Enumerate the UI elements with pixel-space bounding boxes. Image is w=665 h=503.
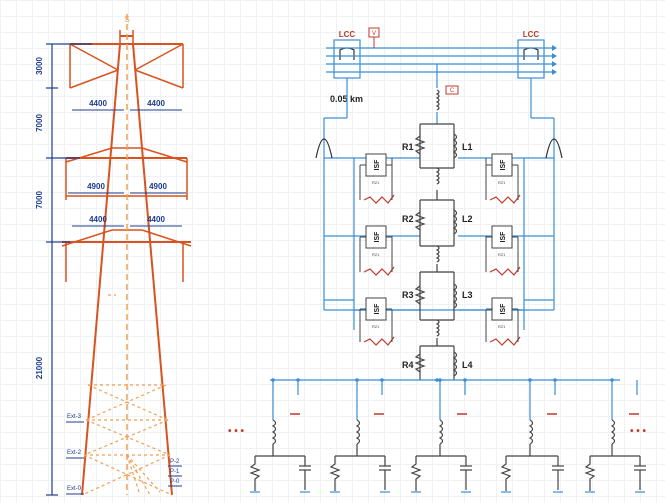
earth-label: Ext-2 (67, 450, 82, 456)
resistor-label: R1 (402, 142, 414, 152)
tower-top-marker: S (124, 15, 129, 24)
tower-right-leg (132, 43, 173, 496)
resistor-zigzags (414, 135, 426, 373)
lcc-right[interactable]: LCC (517, 30, 545, 79)
tower-model-wiring (323, 64, 555, 330)
tower-left-leg (81, 43, 121, 496)
horizontal-dimensions (68, 109, 186, 227)
tower-top-brace (134, 69, 184, 89)
isf-unit-right-1[interactable]: ISF R21 (489, 153, 521, 204)
svg-text:C: C (450, 88, 455, 94)
phase-label: P-1 (170, 469, 180, 475)
inductor-label: L3 (462, 290, 473, 300)
height-label-1: 3000 (35, 57, 44, 75)
svg-text:R21: R21 (372, 324, 380, 329)
svg-text:R21: R21 (372, 252, 380, 257)
inductor-label: L1 (462, 142, 473, 152)
resistor-label: R3 (402, 290, 414, 300)
arch-caps (315, 138, 563, 159)
tower-top-brace (69, 69, 119, 89)
current-probe[interactable]: C (445, 85, 459, 95)
ground-cells (249, 419, 646, 491)
bus-nodes (271, 378, 614, 382)
width-label: 4400 (147, 215, 165, 224)
isf-stubs (359, 158, 519, 342)
svg-text:ISF: ISF (500, 303, 507, 315)
tower-earth-marks (66, 421, 182, 495)
tower-crossarm-brace (141, 147, 188, 163)
isf-unit-left-3[interactable]: ISF R21 (363, 297, 395, 346)
svg-text:ISF: ISF (374, 231, 381, 243)
width-label: 4900 (87, 182, 105, 191)
tower-crossarm-brace (61, 229, 113, 247)
svg-text:ISF: ISF (374, 159, 381, 171)
vertical-dimensions (46, 43, 92, 496)
phase-label: P-2 (170, 459, 180, 465)
isf-unit-left-2[interactable]: ISF R21 (363, 225, 395, 276)
isf-unit-right-3[interactable]: ISF R21 (489, 297, 521, 346)
ellipsis-left: • • • (228, 426, 245, 437)
inductor-label: L2 (462, 214, 473, 224)
height-label-4: 21000 (35, 356, 44, 379)
wire-end-arrows (552, 45, 557, 75)
width-label: 4400 (89, 215, 107, 224)
earth-label: Ext-3 (67, 414, 82, 420)
inductor-coils (452, 133, 458, 377)
rl-branches (419, 123, 455, 380)
lcc-left-label: LCC (339, 30, 356, 39)
line-conductors (326, 47, 552, 73)
lcc-left[interactable]: LCC (333, 30, 361, 79)
tower-crossarm-brace (65, 147, 113, 163)
tower-lattice (81, 294, 173, 496)
tower-top-brace (69, 43, 119, 71)
phase-label: P-0 (170, 479, 180, 485)
ellipsis-right: • • • (630, 426, 647, 437)
resistor-label: R4 (402, 360, 414, 370)
width-label: 4400 (89, 99, 107, 108)
svg-text:R21: R21 (498, 324, 506, 329)
svg-text:ISF: ISF (500, 159, 507, 171)
inductor-label: L4 (462, 360, 473, 370)
height-label-3: 7000 (35, 191, 44, 209)
svg-text:ISF: ISF (374, 303, 381, 315)
series-coils (435, 89, 440, 337)
isf-unit-left-1[interactable]: ISF R21 (363, 153, 395, 204)
width-label: 4400 (147, 99, 165, 108)
grounding-bus (270, 379, 638, 420)
voltage-probe[interactable]: V (368, 27, 380, 48)
svg-text:V: V (372, 31, 376, 37)
svg-text:R21: R21 (498, 252, 506, 257)
height-label-2: 7000 (35, 114, 44, 132)
lcc-right-label: LCC (523, 30, 540, 39)
svg-text:ISF: ISF (500, 231, 507, 243)
isf-unit-right-2[interactable]: ISF R21 (489, 225, 521, 276)
resistor-label: R2 (402, 214, 414, 224)
tower-top-brace (134, 43, 184, 71)
svg-text:R21: R21 (372, 180, 380, 185)
earth-label: Ext-0 (67, 486, 82, 492)
svg-text:R21: R21 (498, 180, 506, 185)
width-label: 4900 (149, 182, 167, 191)
